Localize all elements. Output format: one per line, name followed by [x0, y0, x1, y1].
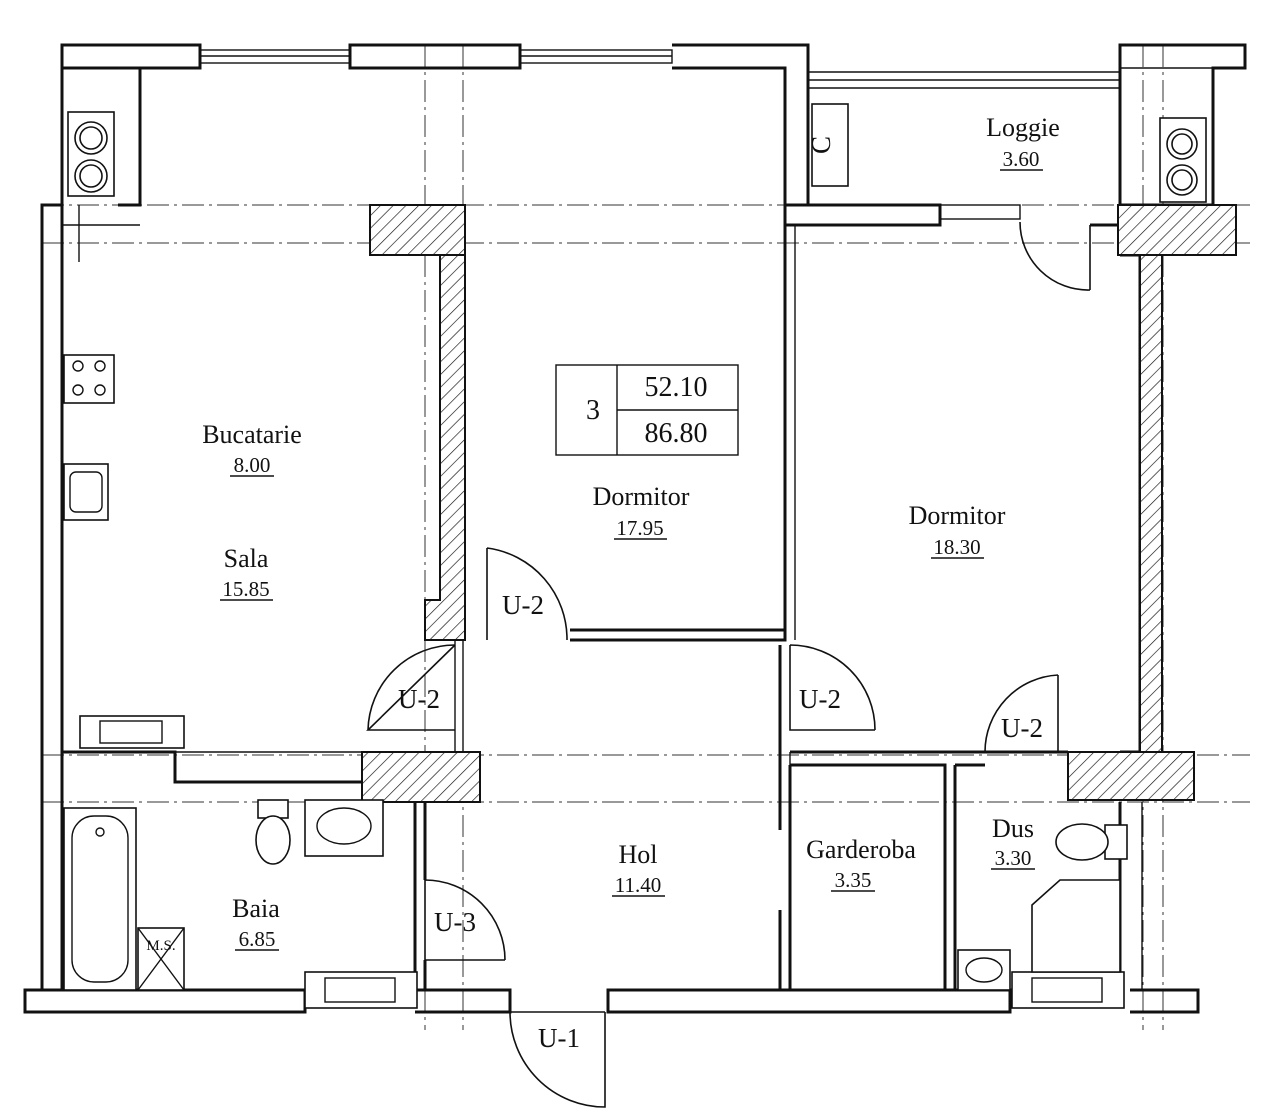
- room-baia-name: Baia: [232, 894, 280, 923]
- storage-letter: C: [806, 136, 836, 154]
- room-dormitor-right-name: Dormitor: [909, 501, 1006, 530]
- door-label-dus: U-2: [1001, 713, 1043, 743]
- room-baia-area: 6.85: [239, 927, 276, 951]
- interior-walls: [62, 68, 1068, 990]
- room-bucatarie-area: 8.00: [234, 453, 271, 477]
- window-top-left: [199, 49, 351, 64]
- door-label-entrance: U-1: [538, 1023, 580, 1053]
- ventilation-shaft-label: M.S.: [146, 938, 175, 954]
- room-dormitor-center-name: Dormitor: [593, 482, 690, 511]
- room-dormitor-right-area: 18.30: [933, 535, 980, 559]
- door-label-baia: U-3: [434, 907, 476, 937]
- door-labels: U-2 U-2 U-2 U-2 U-3 U-1: [398, 590, 1043, 1053]
- room-sala-name: Sala: [224, 544, 269, 573]
- rooms-count: 3: [586, 395, 600, 426]
- fixtures: [63, 103, 1207, 1009]
- room-dus-name: Dus: [992, 814, 1034, 843]
- door-label-sala: U-2: [398, 684, 440, 714]
- window-top-center: [519, 49, 673, 64]
- room-bucatarie-name: Bucatarie: [202, 420, 302, 449]
- room-dormitor-center-area: 17.95: [616, 516, 663, 540]
- room-loggie-name: Loggie: [986, 113, 1060, 142]
- room-labels: Loggie 3.60 Bucatarie 8.00 Sala 15.85 Do…: [202, 113, 1060, 951]
- living-area: 52.10: [645, 372, 708, 403]
- doors: [366, 221, 1091, 1108]
- structural-columns: [361, 204, 1237, 803]
- room-garderoba-area: 3.35: [835, 868, 872, 892]
- room-garderoba-name: Garderoba: [806, 835, 916, 864]
- door-label-dormitor-right: U-2: [799, 684, 841, 714]
- room-dus-area: 3.30: [995, 846, 1032, 870]
- door-label-dormitor-center: U-2: [502, 590, 544, 620]
- total-area: 86.80: [645, 418, 708, 449]
- room-hol-area: 11.40: [615, 873, 661, 897]
- apartment-summary-box: 3 52.10 86.80: [555, 364, 739, 456]
- room-loggie-area: 3.60: [1003, 147, 1040, 171]
- room-hol-name: Hol: [619, 840, 658, 869]
- room-sala-area: 15.85: [222, 577, 269, 601]
